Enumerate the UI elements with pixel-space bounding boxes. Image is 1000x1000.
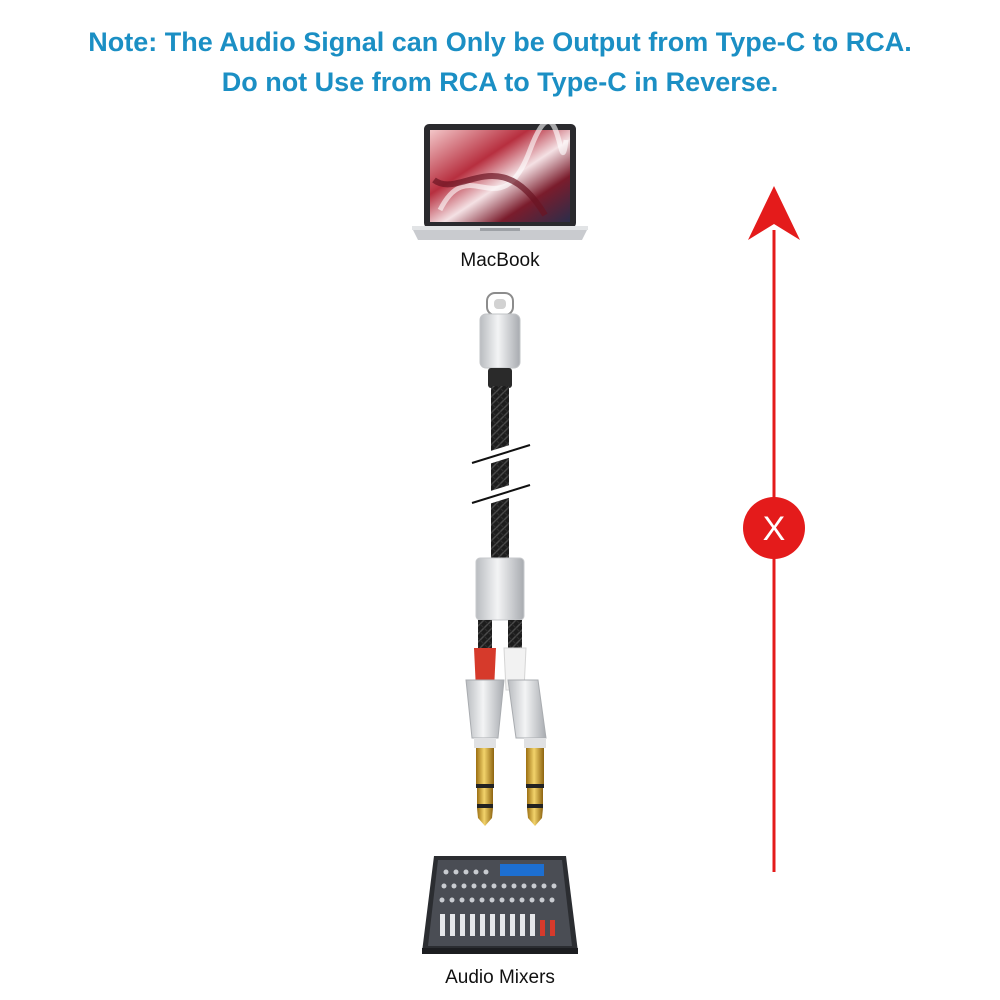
note-banner: Note: The Audio Signal can Only be Outpu…	[0, 22, 1000, 102]
mixer-label: Audio Mixers	[445, 967, 555, 988]
cable-break-marks	[470, 439, 532, 509]
cable-left	[478, 620, 492, 652]
left-plug-red-image	[465, 648, 505, 826]
laptop-label: MacBook	[460, 250, 540, 271]
cable-upper	[491, 386, 509, 562]
note-line-2: Do not Use from RCA to Type-C in Reverse…	[221, 67, 779, 97]
laptop-image	[412, 119, 588, 240]
cable-splitter-image	[475, 557, 525, 621]
x-mark-text: X	[763, 510, 786, 548]
x-mark-icon: X	[743, 497, 805, 559]
audio-mixer-image	[422, 856, 578, 954]
type-c-plug-image	[479, 292, 521, 388]
cable-right	[508, 620, 522, 652]
note-line-1: Note: The Audio Signal can Only be Outpu…	[88, 27, 912, 57]
right-plug-white-image	[503, 647, 547, 826]
